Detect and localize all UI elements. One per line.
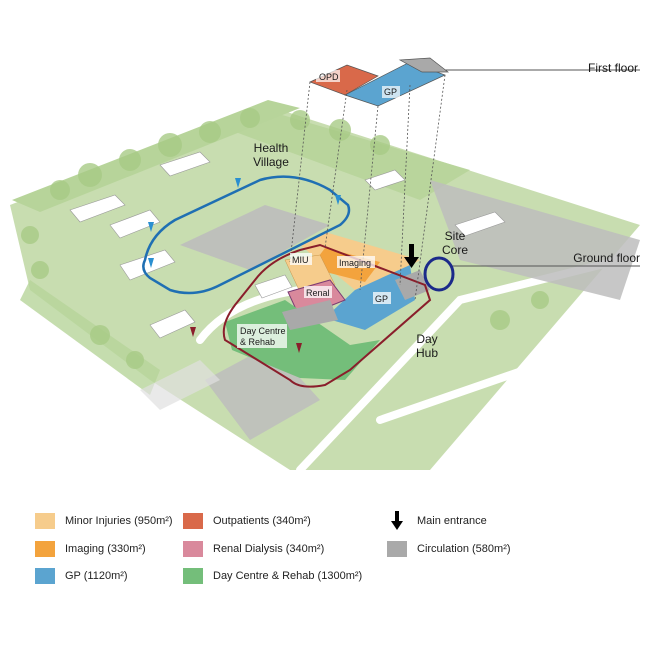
tree-canopy (21, 108, 549, 369)
imaging-label: Imaging (339, 258, 371, 268)
gp-first-label: GP (384, 87, 397, 97)
gp-ground-zone (325, 265, 415, 330)
health-village-label-line2: Village (253, 155, 289, 169)
ground-floor-label: Ground floor (573, 251, 640, 265)
first-floor-label: First floor (588, 61, 638, 75)
circulation-zone (282, 300, 338, 330)
day-hub-label-line2: Hub (416, 346, 438, 360)
day-centre-label-line2: & Rehab (240, 337, 275, 347)
circulation-first-zone (398, 57, 450, 73)
gp-ground-label: GP (375, 294, 388, 304)
day-hub-label-line1: Day (416, 332, 437, 346)
projection-lines (289, 74, 446, 301)
site-core-ring (423, 256, 455, 292)
miu-label: MIU (292, 255, 309, 265)
health-village-loop (142, 175, 351, 295)
day-hub-loop (222, 243, 432, 388)
first-floor-plan (309, 57, 450, 107)
renal-label: Renal (306, 288, 330, 298)
main-entrance-arrow-icon (404, 244, 419, 268)
health-village-label-line1: Health (254, 141, 289, 155)
site-core-label-line1: Site (445, 229, 466, 243)
existing-buildings (69, 151, 506, 339)
opd-label: OPD (319, 72, 339, 82)
day-centre-zone (225, 300, 380, 380)
day-centre-label-line1: Day Centre (240, 326, 286, 336)
day-hub-arrows (190, 327, 302, 353)
health-village-arrows (148, 178, 341, 268)
site-core-label-line2: Core (442, 243, 468, 257)
